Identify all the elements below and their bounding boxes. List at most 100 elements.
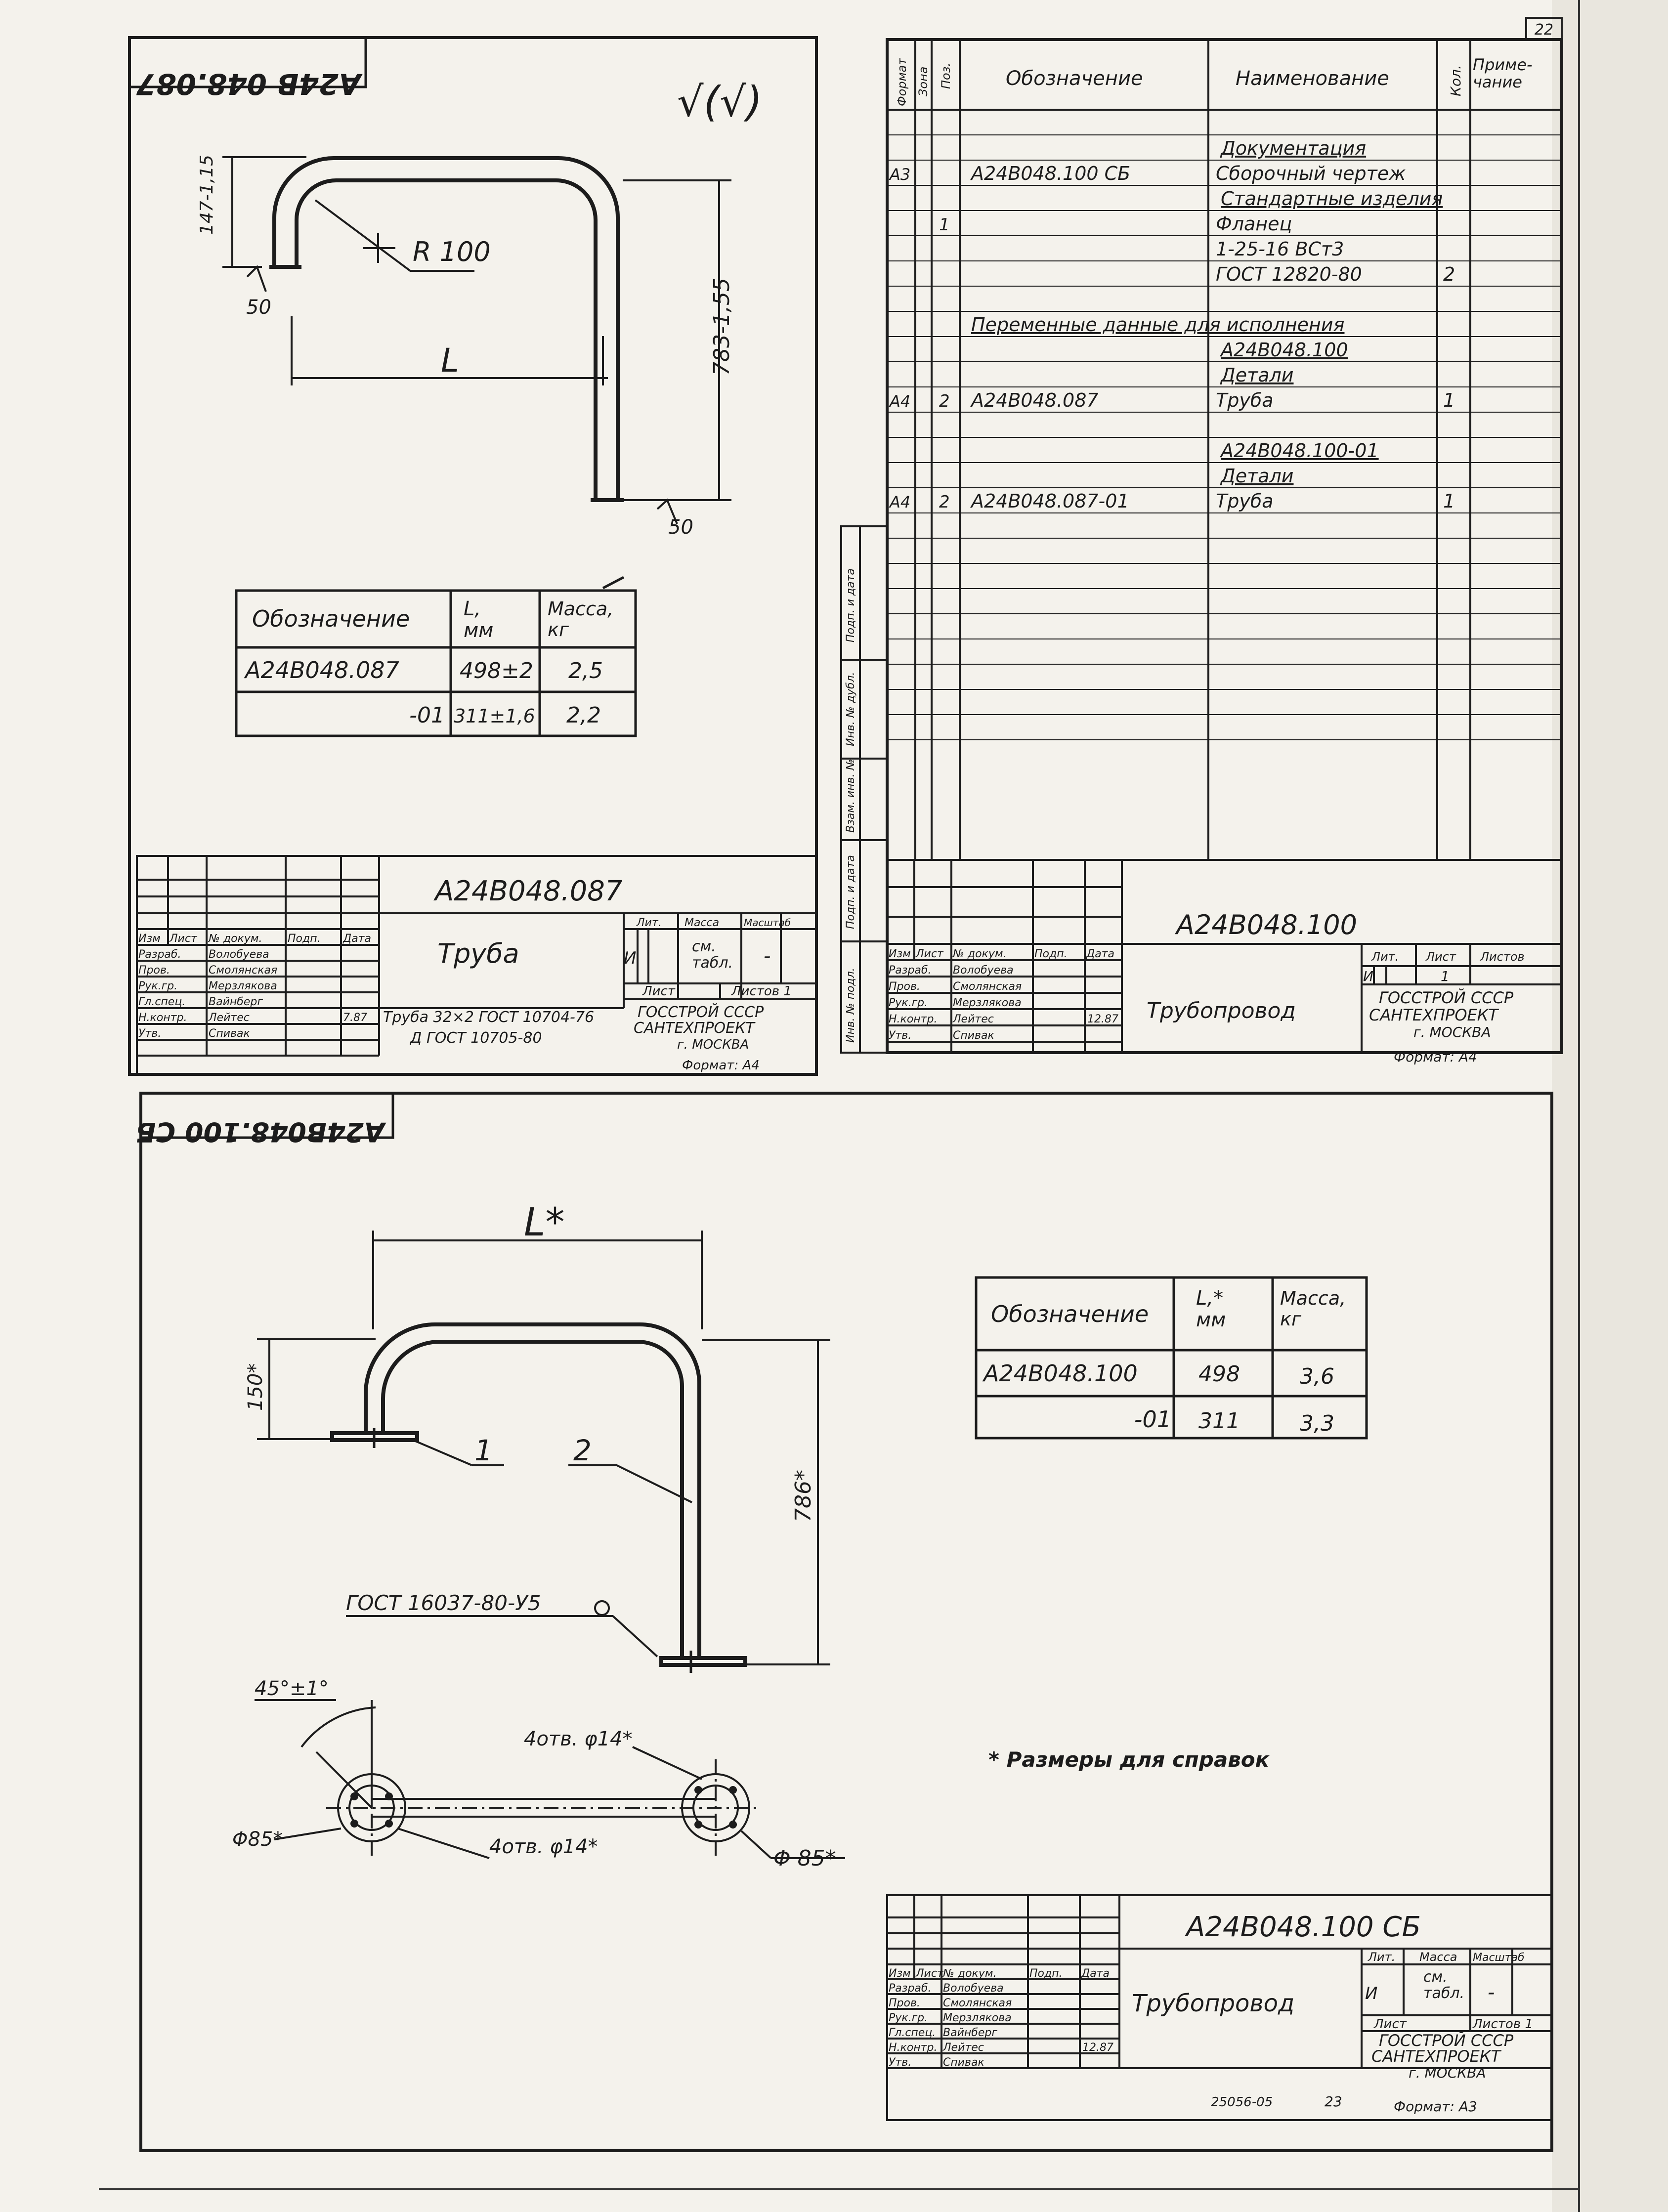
spec-side-1: Инв. № дубл. bbox=[845, 672, 857, 746]
footer-page: 23 bbox=[1325, 2093, 1342, 2110]
spec-side-0: Подп. и дата bbox=[845, 568, 857, 642]
spec-tb-name-5: Спивак bbox=[953, 1029, 994, 1042]
spec-tb-code: А24В048.100 bbox=[1175, 909, 1357, 940]
tb2-sheet: Лист bbox=[1373, 2017, 1407, 2032]
tb1-material-1: Труба 32×2 ГОСТ 10704-76 bbox=[383, 1009, 594, 1026]
tb2-name-4: Лейтес bbox=[942, 2042, 984, 2054]
t1-r0-mass: 2,5 bbox=[568, 658, 603, 683]
tb2-scale-value: - bbox=[1488, 1981, 1495, 2004]
dia-right: Φ 85* bbox=[773, 1846, 836, 1871]
spec-row-code: Переменные данные для исполнения bbox=[971, 314, 1344, 336]
spec-tb-sheets-header: Листов bbox=[1480, 950, 1525, 964]
spec-row-code: А24В048.087 bbox=[970, 389, 1099, 411]
tb1-col-list: Лист bbox=[169, 933, 198, 945]
t2-header-l: L,*мм bbox=[1196, 1287, 1226, 1331]
tb1-col-doc: № докум. bbox=[208, 933, 262, 945]
spec-row-name: Труба bbox=[1216, 490, 1274, 512]
tb1-date: 7.87 bbox=[343, 1012, 367, 1024]
tb2-format: Формат: А3 bbox=[1394, 2098, 1477, 2115]
tb1-org-3: г. МОСКВА bbox=[677, 1037, 749, 1052]
spec-row-code: А24В048.100 СБ bbox=[970, 163, 1130, 184]
tb1-role-1: Пров. bbox=[138, 964, 170, 977]
tb2-col-list: Лист bbox=[915, 1967, 944, 1980]
tb2-name-0: Волобуева bbox=[943, 1982, 1004, 1995]
tb1-format: Формат: А4 bbox=[682, 1058, 760, 1073]
tb1-mass-value: см.табл. bbox=[692, 938, 733, 972]
dim-radius-1: R 100 bbox=[413, 236, 491, 267]
t2-r0-l: 498 bbox=[1198, 1361, 1240, 1387]
tb1-role-4: Н.контр. bbox=[138, 1012, 187, 1024]
spec-row-qty: 1 bbox=[1443, 490, 1455, 512]
spec-tb-lit-header: Лит. bbox=[1371, 950, 1399, 964]
spec-row-format: А4 bbox=[889, 493, 910, 511]
dia-left: Φ85* bbox=[232, 1828, 283, 1851]
roughness-right-value: 50 bbox=[668, 516, 693, 539]
tb2-col-doc: № докум. bbox=[942, 1967, 996, 1980]
t2-r1-mass: 3,3 bbox=[1300, 1411, 1334, 1436]
tb1-lit-header: Лит. bbox=[636, 917, 662, 929]
spec-tb-sheet-header: Лист bbox=[1425, 950, 1456, 964]
spec-tb-format: Формат: А4 bbox=[1394, 1049, 1477, 1065]
tb2-mass-header: Масса bbox=[1419, 1950, 1457, 1964]
t1-header-mass: Масса,кг bbox=[548, 598, 613, 640]
spec-header-format: Формат bbox=[895, 58, 909, 106]
tb2-lit-value: И bbox=[1365, 1984, 1377, 2003]
tb2-date: 12.87 bbox=[1082, 2042, 1113, 2054]
tb1-scale-value: - bbox=[764, 945, 770, 968]
tb1-org-2: САНТЕХПРОЕКТ bbox=[634, 1020, 756, 1037]
drawing-2-title-block: А24В048.100 СБ Трубопровод Лит. Масса Ма… bbox=[886, 1894, 1553, 2121]
spec-header-pos: Поз. bbox=[939, 63, 953, 89]
tb2-org-2: САНТЕХПРОЕКТ bbox=[1371, 2047, 1501, 2066]
tb1-role-0: Разраб. bbox=[138, 948, 181, 961]
spec-header-name: Наименование bbox=[1236, 67, 1389, 90]
spec-side-4: Инв. № подл. bbox=[845, 968, 857, 1043]
t1-header-code: Обозначение bbox=[252, 605, 410, 632]
pipe-drawing-2 bbox=[330, 1322, 747, 1673]
t1-r1-code: -01 bbox=[409, 703, 445, 728]
spec-row-name: А24В048.100 bbox=[1219, 339, 1348, 361]
tb1-sheet: Лист bbox=[642, 984, 676, 999]
dim-vertical-2: 786* bbox=[791, 1470, 816, 1522]
tb2-org-3: г. МОСКВА bbox=[1409, 2065, 1486, 2081]
t2-r1-l: 311 bbox=[1198, 1408, 1240, 1434]
t1-header-l: L,мм bbox=[464, 597, 493, 642]
tb1-role-2: Рук.гр. bbox=[138, 980, 177, 992]
callout-2: 2 bbox=[573, 1434, 592, 1467]
spec-tb-role-0: Разраб. bbox=[889, 964, 931, 977]
spec-row-name: 1-25-16 ВСт3 bbox=[1216, 238, 1344, 260]
spec-row-name: ГОСТ 12820-80 bbox=[1216, 263, 1362, 285]
t2-r1-code: -01 bbox=[1134, 1406, 1171, 1433]
tb1-material-2: Д ГОСТ 10705-80 bbox=[409, 1029, 542, 1047]
spec-tb-col-izm: Изм bbox=[889, 948, 911, 960]
spec-tb-title: Трубопровод bbox=[1147, 998, 1296, 1023]
spec-tb-role-2: Рук.гр. bbox=[889, 997, 928, 1009]
spec-tb-org-2: САНТЕХПРОЕКТ bbox=[1369, 1006, 1499, 1024]
t1-r0-l: 498±2 bbox=[460, 658, 533, 683]
tb2-scale-header: Масштаб bbox=[1473, 1952, 1525, 1964]
tb2-role-4: Н.контр. bbox=[889, 2042, 937, 2054]
spec-tb-name-2: Мерзлякова bbox=[953, 997, 1022, 1009]
holes-callout-1: 4отв. φ14* bbox=[524, 1728, 633, 1750]
drawing-1: А24В 048.087 √(√) 147- bbox=[128, 36, 818, 1076]
tb1-role-5: Утв. bbox=[138, 1027, 161, 1040]
spec-row-format: А3 bbox=[889, 165, 910, 184]
tb1-name-0: Волобуева bbox=[209, 948, 269, 961]
spec-row-qty: 1 bbox=[1443, 389, 1455, 411]
dim-vertical-1: 783-1,55 bbox=[709, 278, 734, 376]
spec-tb-col-date: Дата bbox=[1086, 948, 1114, 960]
holes-callout-2: 4отв. φ14* bbox=[489, 1835, 598, 1858]
spec-row-qty: 2 bbox=[1443, 263, 1455, 285]
tb1-lit-value: И bbox=[624, 948, 636, 968]
reference-note: * Размеры для справок bbox=[988, 1747, 1270, 1772]
tb1-code: А24В048.087 bbox=[433, 875, 623, 907]
spec-row-name: А24В048.100-01 bbox=[1219, 440, 1379, 462]
tb1-name-4: Лейтес bbox=[208, 1012, 250, 1024]
drawing-1-code-rotated: А24В 048.087 bbox=[136, 67, 363, 101]
tb1-name-3: Вайнберг bbox=[209, 996, 263, 1008]
spec-tb-role-5: Утв. bbox=[889, 1029, 911, 1042]
tb2-role-0: Разраб. bbox=[889, 1982, 931, 1995]
dim-length-2: L* bbox=[524, 1200, 564, 1245]
t2-header-mass: Масса,кг bbox=[1280, 1287, 1346, 1330]
pipe-drawing-1 bbox=[269, 156, 624, 502]
